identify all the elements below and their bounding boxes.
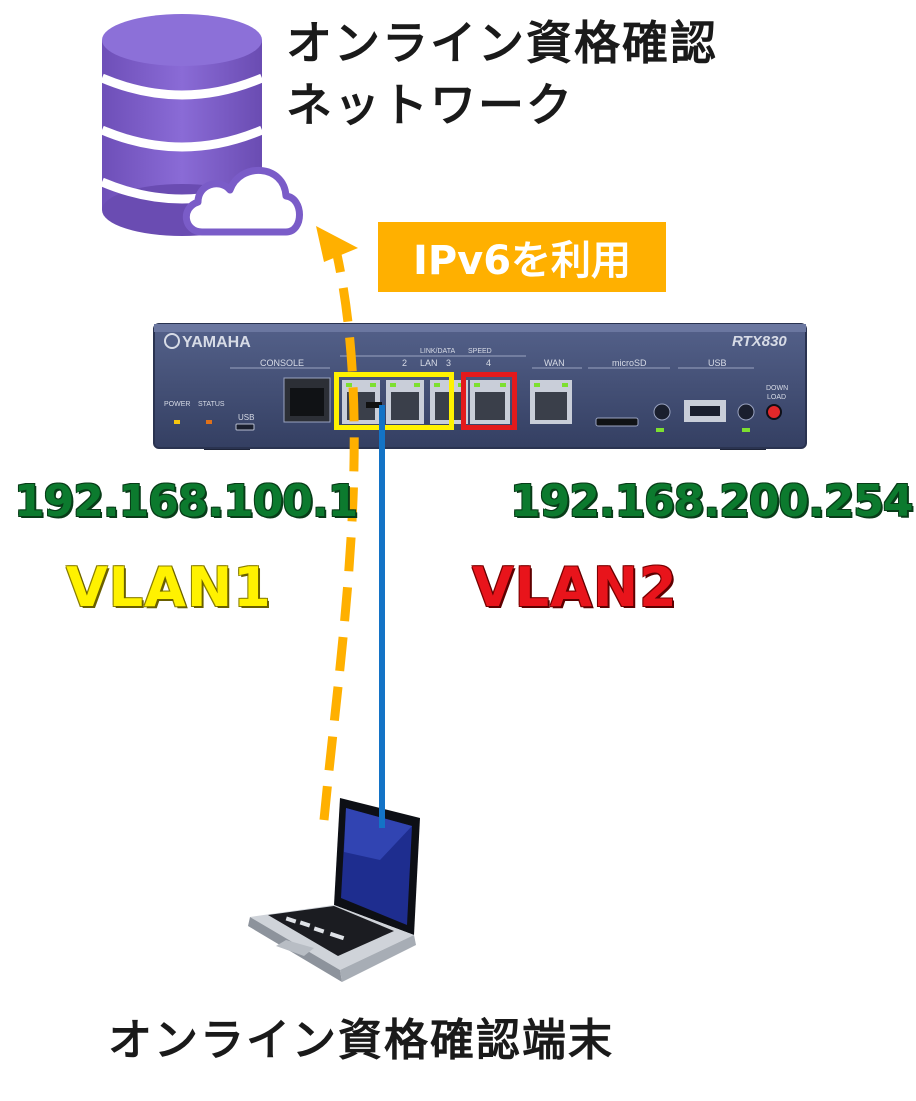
port-2-label: 2 — [402, 358, 407, 368]
vlan1-ip: 192.168.100.1 — [14, 476, 358, 527]
network-title-line1: オンライン資格確認 — [286, 16, 718, 70]
ipv6-label: IPv6を利用 — [378, 222, 666, 292]
router-brand: YAMAHA — [182, 334, 251, 351]
vlan2-ip: 192.168.200.254 — [510, 476, 914, 527]
download-label-line1: DOWN — [766, 385, 788, 392]
database-cloud-icon — [100, 14, 303, 236]
port-3-label: 3 — [446, 358, 451, 368]
vlan2-port-highlight — [461, 372, 517, 430]
usb-small-label: USB — [238, 413, 254, 422]
terminal-label: オンライン資格確認端末 — [108, 1015, 614, 1066]
status-label: STATUS — [198, 401, 225, 408]
usb-label: USB — [708, 358, 727, 368]
speed-label: SPEED — [468, 348, 492, 355]
lan-header-label: LINK/DATA — [420, 348, 455, 355]
router-model: RTX830 — [732, 333, 787, 350]
download-label-line2: LOAD — [767, 394, 786, 401]
vlan2-label: VLAN2 — [472, 556, 678, 619]
power-label: POWER — [164, 401, 190, 408]
console-label: CONSOLE — [260, 358, 304, 368]
laptop-icon — [248, 798, 420, 982]
wan-label: WAN — [544, 358, 565, 368]
microsd-label: microSD — [612, 358, 647, 368]
network-title-line2: ネットワーク — [286, 78, 574, 132]
lan-label: LAN — [420, 358, 438, 368]
port-4-label: 4 — [486, 358, 491, 368]
vlan1-port-highlight — [334, 372, 454, 430]
vlan1-label: VLAN1 — [66, 556, 272, 619]
router-device: YAMAHA RTX830 CONSOLE LINK/DATA SPEED 2 … — [153, 323, 807, 450]
